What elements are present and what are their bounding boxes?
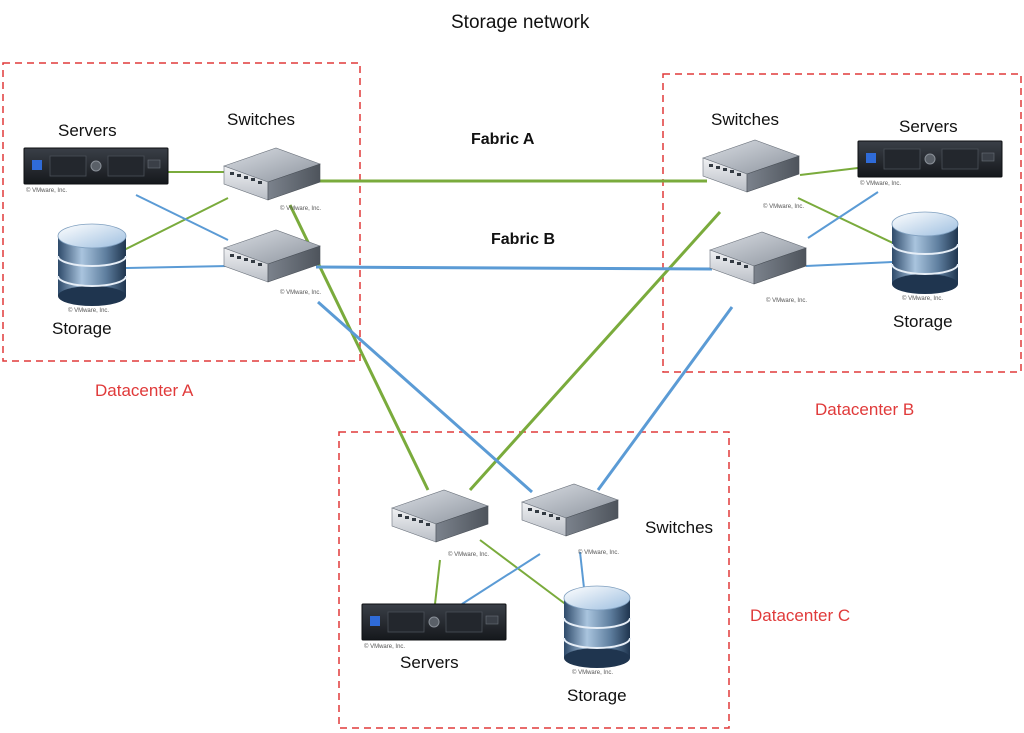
dcc-server-switch-a-link <box>434 559 441 605</box>
storage-icon: © VMware, Inc. <box>57 223 127 314</box>
dcc-switches-label: Switches <box>645 518 714 537</box>
datacenter-c-boundary <box>338 431 730 729</box>
svg-text:© VMware, Inc.: © VMware, Inc. <box>68 307 109 314</box>
dcc-storage-switch-a-link <box>479 539 569 607</box>
dcb-switches-label: Switches <box>711 110 780 129</box>
switch-icon: © VMware, Inc. <box>391 489 489 558</box>
fabric-b-link-dca-dcc <box>317 300 533 494</box>
server-icon: © VMware, Inc. <box>23 147 169 194</box>
dcb-servers-label: Servers <box>899 117 958 136</box>
svg-text:© VMware, Inc.: © VMware, Inc. <box>364 643 405 650</box>
dca-storage-switch-a-link <box>119 197 229 253</box>
dcc-servers-label: Servers <box>400 653 459 672</box>
datacenter-b-label: Datacenter B <box>815 400 915 419</box>
svg-text:© VMware, Inc.: © VMware, Inc. <box>860 180 901 187</box>
svg-text:© VMware, Inc.: © VMware, Inc. <box>280 289 321 296</box>
fabric-b-label: Fabric B <box>491 231 556 248</box>
svg-text:© VMware, Inc.: © VMware, Inc. <box>763 203 804 210</box>
fabric-b-local-links <box>125 191 893 605</box>
dcc-storage-switch-b-link <box>579 551 585 589</box>
dcb-storage-switch-a-link <box>797 197 896 245</box>
storage-icon: © VMware, Inc. <box>891 211 959 302</box>
dca-storage-switch-b-link <box>125 265 229 269</box>
switch-icon: © VMware, Inc. <box>223 147 321 212</box>
dca-server-switch-b-link <box>135 194 229 241</box>
dca-switches-label: Switches <box>227 110 296 129</box>
svg-text:© VMware, Inc.: © VMware, Inc. <box>902 295 943 302</box>
datacenter-a-boundary <box>2 62 361 362</box>
svg-text:© VMware, Inc.: © VMware, Inc. <box>572 669 613 676</box>
fabric-a-label: Fabric A <box>471 131 535 148</box>
svg-text:© VMware, Inc.: © VMware, Inc. <box>26 187 67 194</box>
dca-storage-label: Storage <box>52 319 112 338</box>
switch-icon: © VMware, Inc. <box>223 229 321 296</box>
switch-icon: © VMware, Inc. <box>702 139 804 210</box>
diagram-title: Storage network <box>451 12 590 33</box>
datacenter-a-label: Datacenter A <box>95 381 194 400</box>
dcb-storage-switch-b-link <box>805 261 893 267</box>
dca-servers-label: Servers <box>58 121 117 140</box>
dcb-storage-label: Storage <box>893 312 953 331</box>
server-icon: © VMware, Inc. <box>857 140 1003 187</box>
server-icon: © VMware, Inc. <box>361 603 507 650</box>
svg-text:© VMware, Inc.: © VMware, Inc. <box>280 205 321 212</box>
fabric-a-local-links <box>119 167 896 607</box>
switch-icon: © VMware, Inc. <box>521 483 619 556</box>
fabric-b-link-dca-dcb <box>315 265 713 271</box>
dcb-server-switch-b-link <box>807 191 879 239</box>
svg-text:© VMware, Inc.: © VMware, Inc. <box>766 297 807 304</box>
storage-icon: © VMware, Inc. <box>563 585 631 676</box>
fabric-b-link-dcb-dcc <box>596 306 734 491</box>
switch-icon: © VMware, Inc. <box>709 231 807 304</box>
datacenter-b-boundary <box>662 73 1022 373</box>
datacenter-c-label: Datacenter C <box>750 606 851 625</box>
fabric-b-links <box>315 265 734 494</box>
fabric-a-link-dcb-dcc <box>468 210 722 492</box>
dcc-server-switch-b-link <box>461 553 541 605</box>
dcb-server-switch-a-link <box>799 167 859 176</box>
svg-text:© VMware, Inc.: © VMware, Inc. <box>578 549 619 556</box>
svg-text:© VMware, Inc.: © VMware, Inc. <box>448 551 489 558</box>
dcc-storage-label: Storage <box>567 686 627 705</box>
